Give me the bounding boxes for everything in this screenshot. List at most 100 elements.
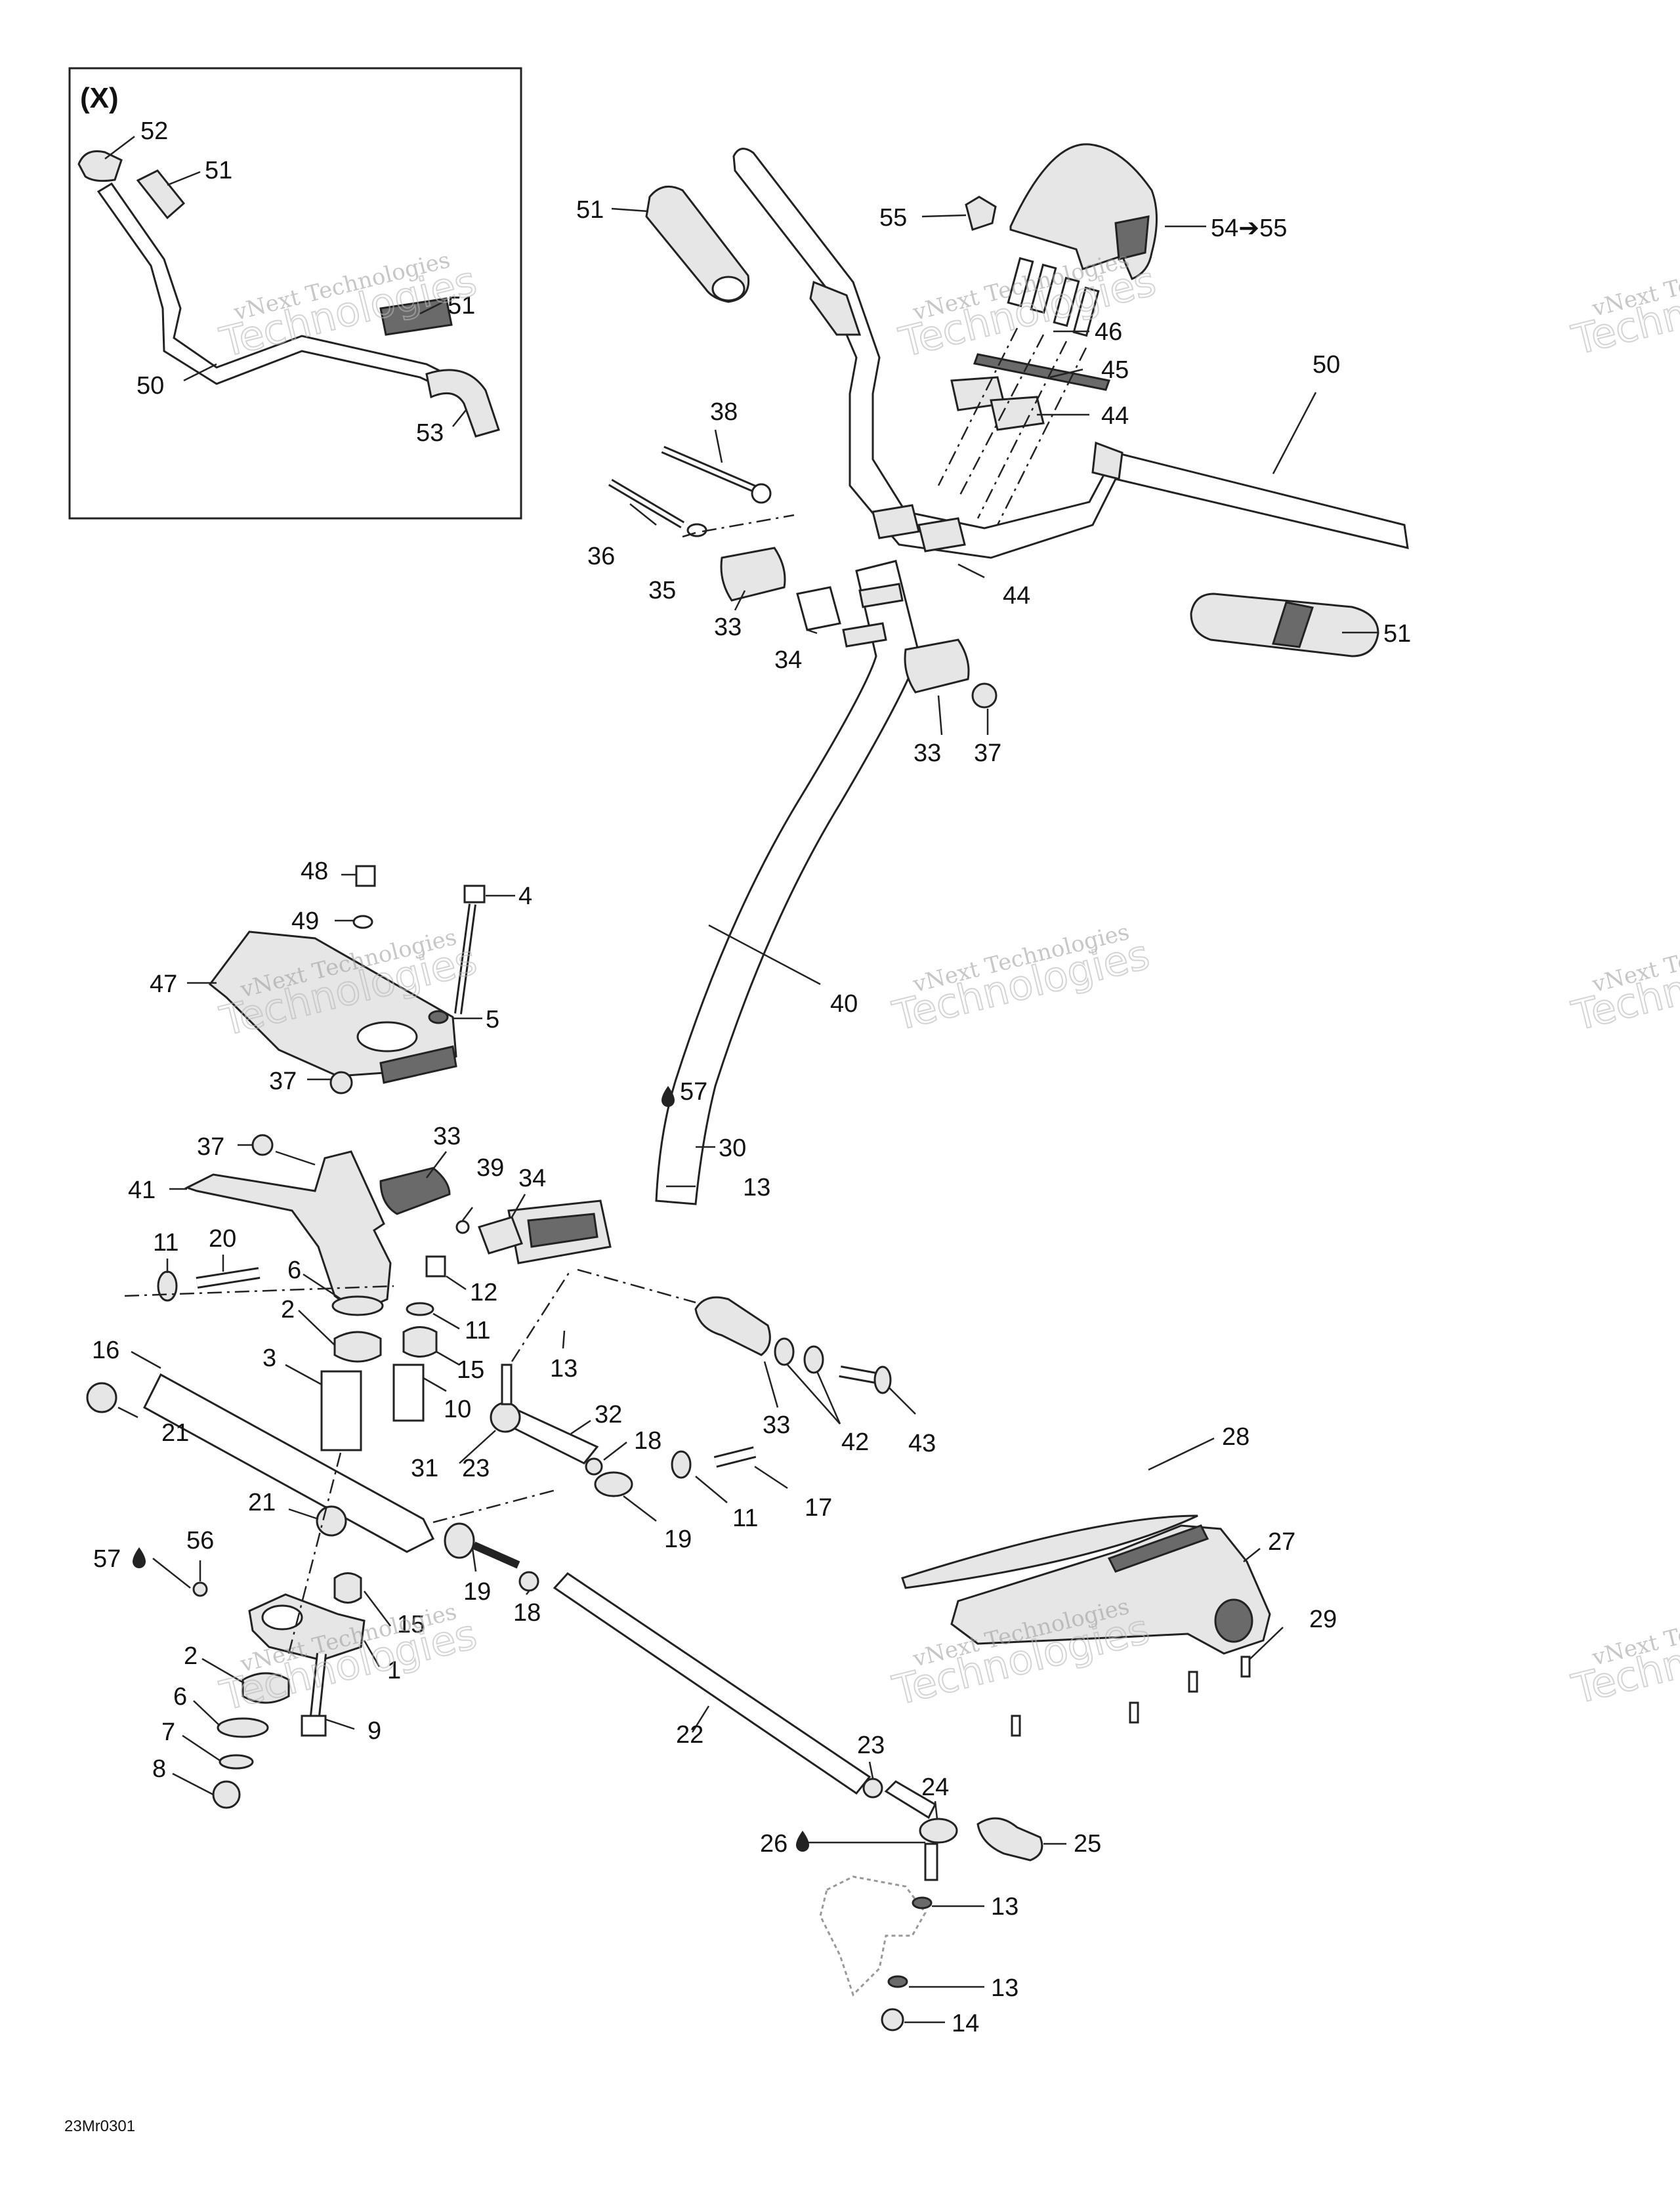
inset-grip-end-52 bbox=[77, 150, 123, 182]
callout-29: 29 bbox=[1309, 1606, 1337, 1633]
washer-42a bbox=[774, 1337, 795, 1366]
nut-8 bbox=[212, 1780, 241, 1809]
callout-33-upper: 33 bbox=[714, 614, 742, 641]
callout-21-left: 21 bbox=[161, 1419, 189, 1447]
callout-44-top: 44 bbox=[1101, 402, 1129, 430]
bolt-17 bbox=[713, 1446, 757, 1468]
washer-6-lower bbox=[217, 1717, 269, 1738]
callout-6-upper: 6 bbox=[287, 1257, 301, 1284]
bushing-33-mid bbox=[379, 1167, 451, 1215]
drawing-code: 23Mr0301 bbox=[64, 2117, 135, 2135]
nut-18-upper bbox=[585, 1457, 603, 1476]
callout-57-lower: 57 bbox=[93, 1545, 121, 1573]
callout-10: 10 bbox=[444, 1396, 471, 1423]
callout-24: 24 bbox=[921, 1774, 949, 1801]
bolt-9 bbox=[301, 1653, 327, 1737]
nut-23-lower bbox=[862, 1778, 883, 1799]
inset-grip-51a bbox=[136, 169, 186, 220]
grip-51-left bbox=[645, 185, 750, 303]
bracket-41 bbox=[184, 1150, 392, 1314]
knuckle-spindle bbox=[819, 1875, 927, 1997]
fitting-56 bbox=[192, 1581, 208, 1597]
callout-20: 20 bbox=[209, 1225, 236, 1253]
inset-title: (X) bbox=[80, 82, 119, 114]
callout-13-upper: 13 bbox=[743, 1174, 770, 1201]
callout-33-right: 33 bbox=[763, 1411, 790, 1439]
callout-30: 30 bbox=[719, 1135, 746, 1162]
nut-37-bracket bbox=[329, 1071, 353, 1094]
callout-inset-51b: 51 bbox=[448, 292, 475, 320]
callout-19-lower: 19 bbox=[463, 1578, 491, 1606]
callout-42: 42 bbox=[841, 1428, 869, 1456]
washer-49 bbox=[352, 915, 373, 929]
callout-26: 26 bbox=[760, 1830, 788, 1858]
plate-45 bbox=[973, 353, 1110, 391]
callout-34-upper: 34 bbox=[774, 646, 802, 674]
callout-2-upper: 2 bbox=[281, 1296, 295, 1323]
inset-box: (X) 52 51 51 50 53 bbox=[68, 67, 522, 520]
washer-42b bbox=[803, 1345, 824, 1374]
callout-37-bracket: 37 bbox=[269, 1068, 297, 1095]
callout-12: 12 bbox=[470, 1279, 497, 1306]
callout-13-lower-b: 13 bbox=[991, 1974, 1018, 2002]
callout-44-lower: 44 bbox=[1003, 582, 1030, 610]
ball-joint-31 bbox=[490, 1402, 521, 1433]
callout-34-mid: 34 bbox=[518, 1165, 546, 1192]
callout-50: 50 bbox=[1312, 351, 1340, 379]
callout-9: 9 bbox=[368, 1717, 381, 1745]
callout-23-lower: 23 bbox=[857, 1732, 885, 1759]
callout-25: 25 bbox=[1074, 1830, 1101, 1858]
grease-drop-icon-26 bbox=[796, 1831, 809, 1852]
watermark-4: vNext Technologies Technologies bbox=[887, 919, 1154, 1041]
steering-column-40 bbox=[507, 560, 920, 1264]
nut-37-41 bbox=[251, 1134, 274, 1156]
callout-2-lower: 2 bbox=[184, 1642, 198, 1670]
washer-11-left bbox=[157, 1270, 178, 1302]
tie-rod-22 bbox=[444, 1522, 936, 1820]
nut-37-upper bbox=[971, 682, 998, 709]
callout-inset-50: 50 bbox=[136, 372, 164, 400]
callout-54-55: 54➔55 bbox=[1211, 215, 1287, 242]
callout-leaders bbox=[117, 207, 1378, 2024]
callout-43: 43 bbox=[908, 1430, 936, 1457]
bushing-15-upper bbox=[402, 1326, 438, 1358]
callout-5: 5 bbox=[486, 1006, 499, 1033]
callout-15-upper: 15 bbox=[457, 1356, 484, 1384]
lever-16 bbox=[86, 1373, 435, 1553]
rod-end-19-lower bbox=[444, 1522, 475, 1559]
callout-37-col: 37 bbox=[974, 739, 1001, 767]
callout-35: 35 bbox=[648, 577, 676, 604]
callout-27: 27 bbox=[1268, 1528, 1295, 1556]
callout-21-lower: 21 bbox=[248, 1489, 276, 1516]
bolt-48 bbox=[355, 865, 376, 887]
callout-6-lower: 6 bbox=[173, 1683, 187, 1711]
callout-51-top: 51 bbox=[576, 196, 604, 224]
callout-41: 41 bbox=[128, 1177, 156, 1204]
callout-31: 31 bbox=[411, 1455, 438, 1482]
callout-3: 3 bbox=[262, 1344, 276, 1372]
callout-32: 32 bbox=[595, 1401, 622, 1428]
callout-1: 1 bbox=[387, 1657, 401, 1684]
callout-11-left: 11 bbox=[153, 1229, 178, 1257]
boot-25 bbox=[976, 1817, 1043, 1862]
callout-57-upper: 57 bbox=[680, 1078, 707, 1106]
bushings-33-upper bbox=[720, 547, 970, 694]
grease-drop-icon-57a bbox=[662, 1086, 675, 1107]
callout-51-right: 51 bbox=[1383, 620, 1411, 648]
bolt-38 bbox=[661, 446, 772, 504]
nut-18-lower bbox=[518, 1571, 539, 1592]
washer-11-right bbox=[671, 1450, 692, 1479]
washer-6-upper bbox=[331, 1295, 384, 1316]
callout-17: 17 bbox=[805, 1494, 832, 1522]
sleeve-3 bbox=[320, 1370, 362, 1451]
nut-21-lower bbox=[316, 1505, 347, 1537]
callout-19-upper: 19 bbox=[664, 1526, 692, 1553]
grip-51-right bbox=[1190, 593, 1379, 657]
callout-28: 28 bbox=[1222, 1423, 1250, 1451]
cotter-13-b bbox=[887, 1975, 908, 1988]
callout-16: 16 bbox=[92, 1337, 119, 1364]
callout-33-col: 33 bbox=[914, 739, 941, 767]
watermark-8: vNext Technologies Technologies bbox=[1566, 919, 1680, 1041]
